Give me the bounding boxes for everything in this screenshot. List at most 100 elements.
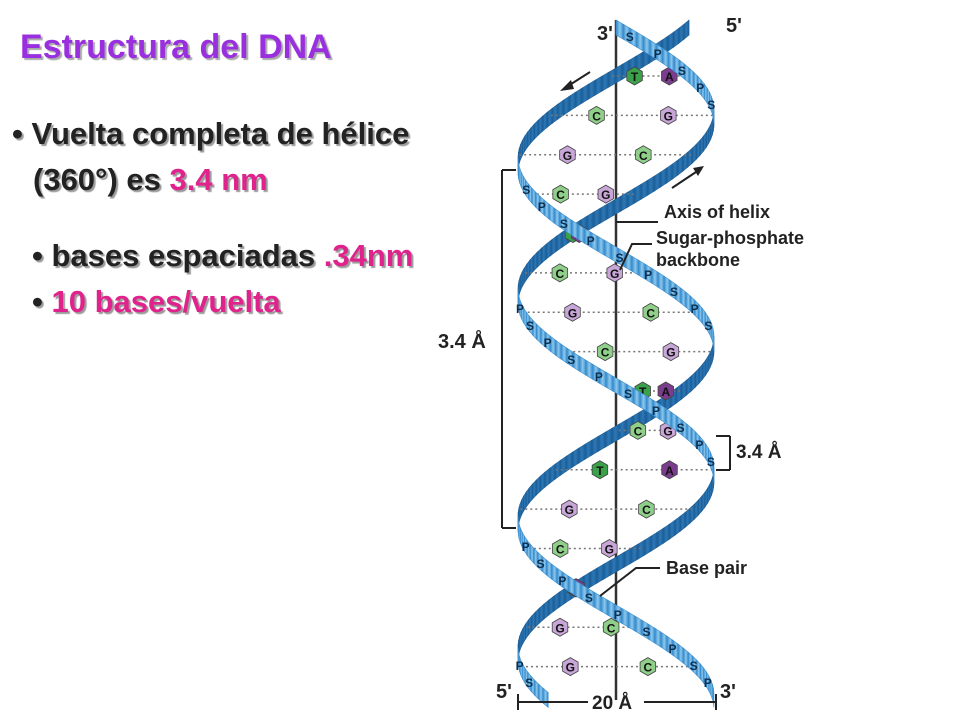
base-C-hexagon	[552, 184, 569, 204]
dim-diameter: 20 Å	[592, 693, 632, 714]
base-letter: G	[664, 109, 673, 123]
strand-2-segment	[624, 251, 633, 273]
backbone-letter: S	[707, 98, 715, 112]
backbone-letter: P	[516, 302, 524, 316]
base-A-hexagon	[657, 381, 675, 401]
base-letter: G	[563, 149, 572, 163]
backbone-letter: S	[670, 285, 678, 299]
helix-turn-value: 3.4 nm	[169, 162, 268, 197]
base-C-hexagon	[551, 263, 569, 283]
label-axis-of-helix: Axis of helix	[664, 202, 770, 222]
backbone-letter: S	[626, 30, 634, 44]
base-T-hexagon	[591, 460, 609, 480]
strand-2-segment	[713, 687, 715, 708]
dim-base-spacing: 3.4 Å	[736, 442, 782, 463]
base-T-hexagon	[626, 66, 643, 86]
strand-2-segment	[590, 435, 600, 457]
strand-1-segment	[589, 567, 598, 589]
base-letter: G	[610, 267, 619, 281]
strand-end-bottom-left: 5'	[496, 681, 512, 703]
base-letter: C	[642, 503, 651, 517]
strand-end-top-left: 3'	[597, 23, 613, 45]
base-letter: C	[556, 188, 565, 202]
base-letter: T	[596, 464, 604, 478]
strand-1-segment	[542, 687, 549, 709]
bullet-helix-turn: • Vuelta completa de hélice	[12, 116, 410, 151]
base-G-hexagon	[606, 263, 623, 283]
strand-2-segment	[620, 607, 630, 629]
base-pair-leader-line	[599, 567, 660, 597]
bullet-bases-per-turn: • 10 bases/vuelta	[32, 284, 281, 319]
backbone-letter: P	[669, 642, 677, 656]
backbone-letter: S	[567, 353, 575, 367]
base-C-hexagon	[629, 420, 647, 440]
label-backbone: backbone	[656, 250, 740, 270]
direction-arrow-right	[671, 166, 704, 189]
base-letter: G	[565, 503, 574, 517]
direction-arrow-left	[560, 71, 591, 91]
base-C-hexagon	[551, 539, 569, 558]
label-base-pair: Base pair	[666, 558, 747, 578]
base-letter: C	[644, 661, 653, 675]
base-letter: G	[666, 346, 675, 360]
strand-1-segment	[606, 199, 615, 221]
base-spacing-value: .34nm	[323, 238, 414, 273]
base-pairs-layer: TACGGCCGTACGGCCGTACGTAGCCGTAGCGC	[519, 66, 714, 677]
backbone-letter: P	[691, 302, 699, 316]
base-C-hexagon	[642, 302, 659, 322]
base-G-hexagon	[559, 145, 576, 165]
base-letter: C	[634, 424, 643, 438]
base-G-hexagon	[660, 105, 677, 125]
bullet-helix-turn-pre: (360°) es	[33, 162, 161, 197]
base-letter: G	[605, 543, 614, 557]
backbone-letter: P	[522, 540, 530, 554]
backbone-letter: P	[558, 574, 566, 588]
backbone-letter: S	[690, 659, 698, 673]
backbone-letter: S	[643, 625, 651, 639]
backbone-letter: P	[614, 608, 622, 622]
base-G-hexagon	[561, 499, 578, 519]
base-C-hexagon	[596, 342, 614, 362]
backbone-letter: P	[644, 268, 652, 282]
base-G-hexagon	[601, 539, 618, 558]
bullet-base-spacing-text: bases espaciadas	[51, 238, 316, 273]
strand-2-segment	[631, 255, 640, 277]
backbone-letter: S	[585, 591, 593, 605]
strand-2-segment	[634, 615, 643, 637]
base-letter: C	[601, 346, 610, 360]
backbone-letter: S	[677, 421, 685, 435]
base-letter: T	[631, 70, 639, 84]
backbone-letter: P	[544, 336, 552, 350]
strand-2-segment	[604, 427, 613, 449]
base-letter: C	[556, 543, 565, 557]
base-letter: A	[665, 464, 674, 478]
bullet-helix-turn-text: Vuelta completa de hélice	[31, 116, 410, 151]
base-G-hexagon	[662, 342, 680, 362]
strand-1-segment	[613, 195, 622, 217]
dna-double-helix-figure: TACGGCCGTACGGCCGTACGTAGCCGTAGCGC SPSPSPS…	[438, 15, 804, 714]
base-letter: C	[607, 621, 616, 635]
base-C-hexagon	[588, 105, 605, 125]
strand-2-segment	[601, 71, 610, 93]
backbone-letter: S	[707, 455, 715, 469]
base-letter: C	[646, 306, 655, 320]
strand-2-segment	[627, 611, 637, 633]
base-spacing-bracket	[716, 435, 731, 471]
dim-helix-turn: 3.4 Å	[438, 329, 486, 353]
slide-title: Estructura del DNA	[20, 28, 332, 66]
base-letter: G	[601, 188, 610, 202]
base-G-hexagon	[551, 617, 569, 637]
backbone-leader-line	[619, 243, 652, 271]
base-letter: C	[592, 109, 601, 123]
backbone-letter: S	[525, 676, 533, 690]
base-C-hexagon	[638, 499, 655, 519]
backbone-letter: P	[695, 438, 703, 452]
base-letter: G	[568, 306, 577, 320]
label-sugar-phosphate: Sugar-phosphate	[656, 228, 804, 248]
backbone-letter: P	[595, 370, 603, 384]
backbone-letter: P	[652, 404, 660, 418]
base-G-hexagon	[564, 302, 581, 322]
base-letter: T	[639, 385, 647, 399]
base-letter: A	[665, 70, 674, 84]
